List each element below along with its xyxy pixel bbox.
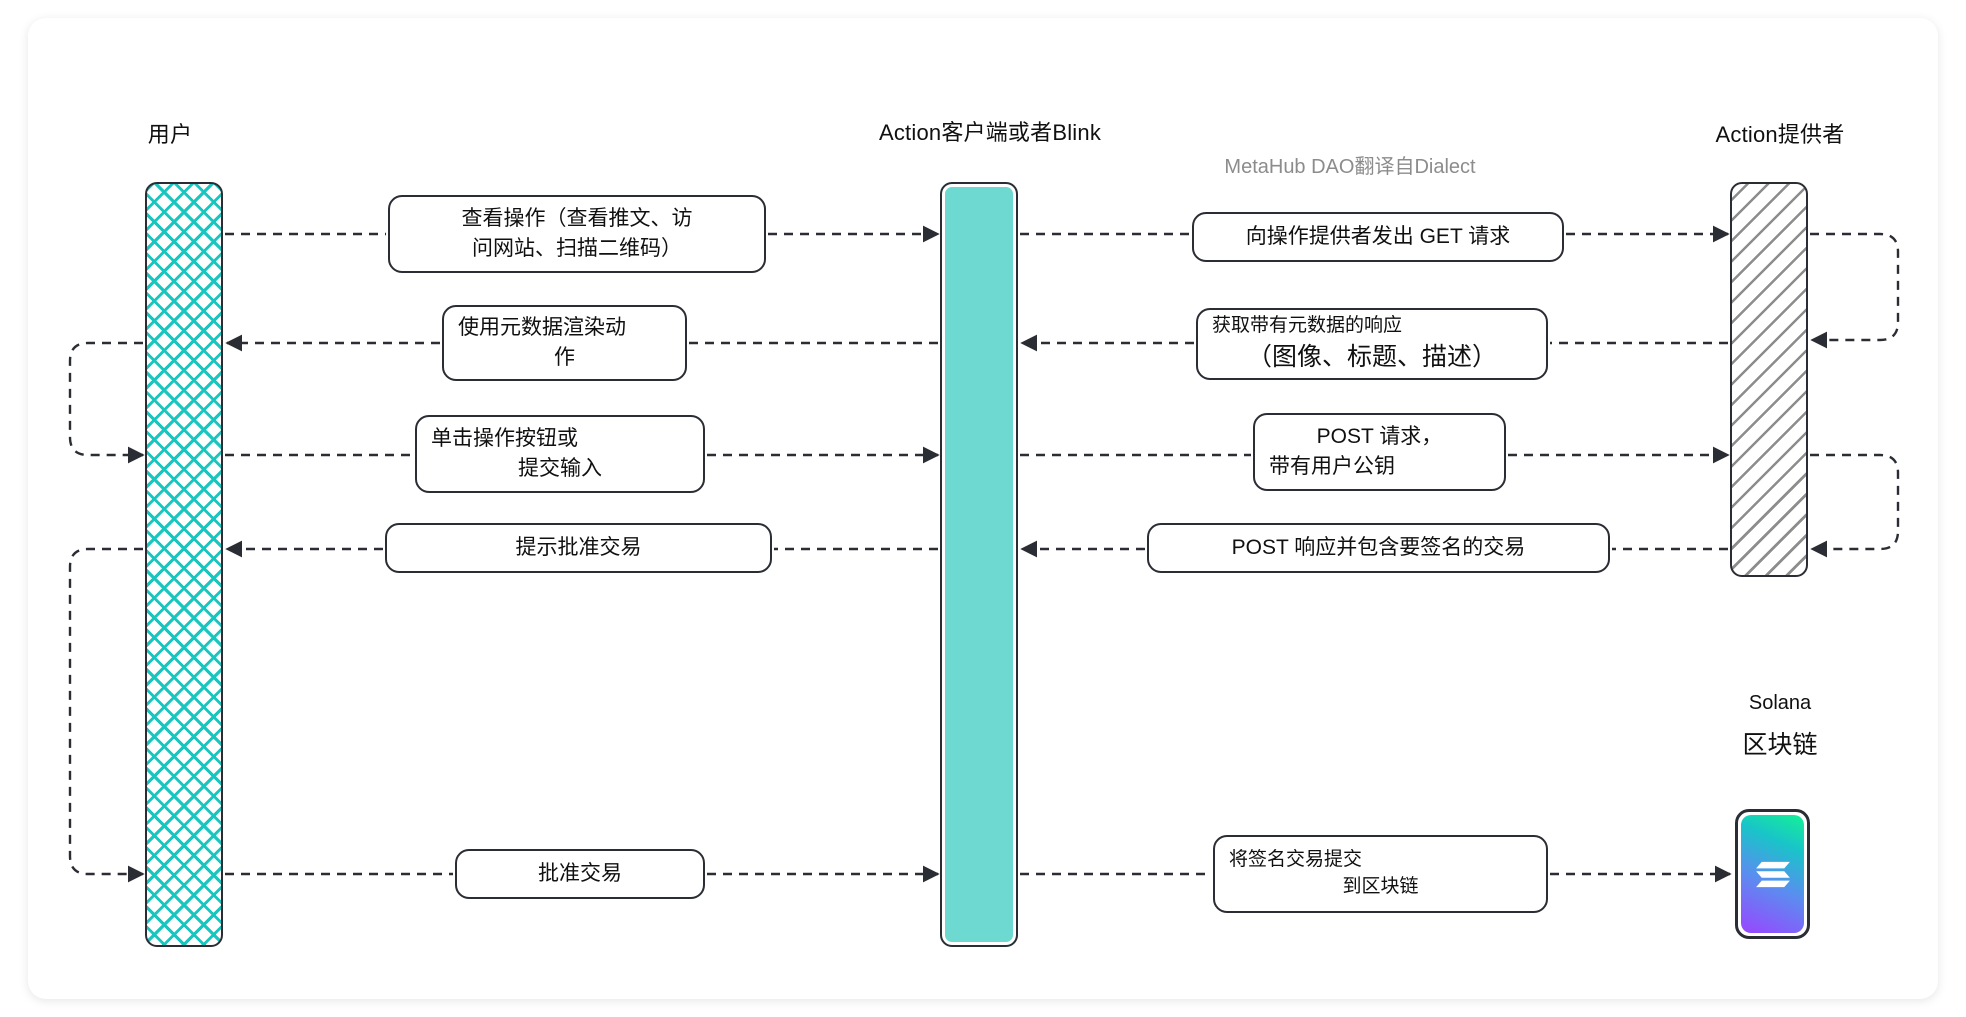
message-line-1: 将签名交易提交 — [1229, 849, 1363, 871]
message-box-click-action: 单击操作按钮或 提交输入 — [415, 415, 705, 493]
column-header-provider: Action提供者 — [1715, 122, 1845, 147]
message-box-submit-transaction: 将签名交易提交 到区块链 — [1213, 835, 1548, 913]
message-box-metadata-response: 获取带有元数据的响应 （图像、标题、描述） — [1196, 308, 1548, 380]
message-line-2: （图像、标题、描述） — [1246, 342, 1497, 371]
solana-logo-chip — [1735, 809, 1810, 939]
message-line-1: POST 请求， — [1316, 425, 1443, 449]
message-line-1: 获取带有元数据的响应 — [1212, 314, 1403, 336]
column-header-client: Action客户端或者Blink — [878, 120, 1102, 145]
column-header-user: 用户 — [147, 122, 193, 147]
message-line-1: 查看操作（查看推文、访 — [461, 207, 693, 231]
message-box-view-action: 查看操作（查看推文、访 问网站、扫描二维码） — [388, 195, 766, 273]
solana-logo-gradient — [1741, 815, 1804, 933]
watermark-credit: MetaHub DAO翻译自Dialect — [1224, 156, 1476, 178]
message-line-1: 单击操作按钮或 — [431, 427, 578, 451]
message-line-1: 使用元数据渲染动 — [458, 316, 626, 340]
message-line-2: 提交输入 — [518, 457, 602, 480]
blockchain-name: Solana — [1748, 692, 1812, 714]
message-line-2: 到区块链 — [1342, 876, 1419, 897]
message-line-1: 批准交易 — [538, 862, 622, 886]
lifeline-provider — [1730, 182, 1808, 577]
message-line-1: 向操作提供者发出 GET 请求 — [1245, 225, 1511, 249]
message-line-1: 提示批准交易 — [515, 536, 642, 560]
message-line-2: 问网站、扫描二维码） — [472, 237, 682, 260]
blockchain-label: 区块链 — [1742, 731, 1818, 759]
message-box-get-request: 向操作提供者发出 GET 请求 — [1192, 212, 1564, 262]
message-line-2: 作 — [554, 346, 575, 369]
lifeline-user — [145, 182, 223, 947]
lifeline-client — [940, 182, 1018, 947]
message-line-1: POST 响应并包含要签名的交易 — [1231, 536, 1526, 560]
message-box-approve-transaction: 批准交易 — [455, 849, 705, 899]
message-box-prompt-approve: 提示批准交易 — [385, 523, 772, 573]
message-box-post-request: POST 请求， 带有用户公钥 — [1253, 413, 1506, 491]
message-box-post-response: POST 响应并包含要签名的交易 — [1147, 523, 1610, 573]
solana-logo-icon — [1755, 861, 1790, 888]
blockchain-label-group: Solana 区块链 — [1620, 692, 1940, 761]
message-box-render-action: 使用元数据渲染动 作 — [442, 305, 687, 381]
message-line-2: 带有用户公钥 — [1269, 455, 1395, 478]
